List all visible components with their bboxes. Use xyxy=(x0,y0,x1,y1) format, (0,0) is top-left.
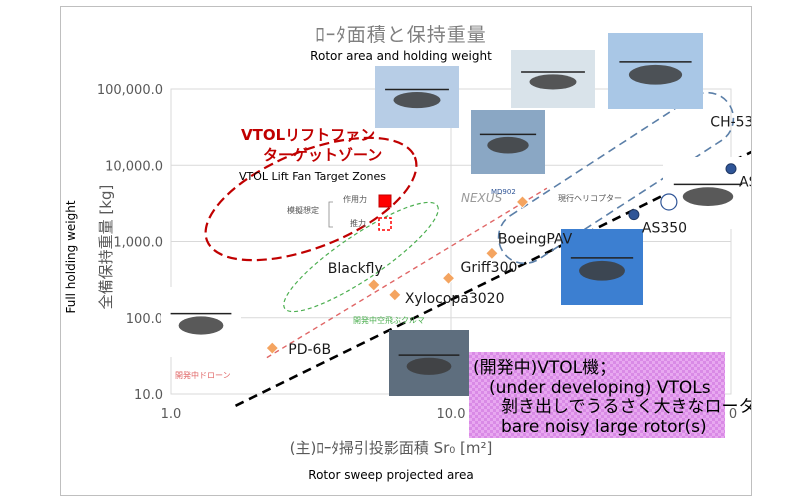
x-tick-label-partial: 0 xyxy=(729,407,737,422)
aircraft-body-icon xyxy=(529,74,577,90)
data-label: Griff300 xyxy=(461,260,518,276)
note-line-3: 剝き出しでうるさく大きなロータ xyxy=(501,397,751,417)
data-point-diamond xyxy=(367,278,381,292)
data-point-diamond xyxy=(265,341,279,355)
target-zone-ellipse xyxy=(204,136,418,262)
aircraft-body-icon xyxy=(393,92,441,109)
target-zone-label-en: VTOL Lift Fan Target Zones xyxy=(239,170,386,183)
y-axis-label-en: Full holding weight xyxy=(64,200,78,313)
x-axis-label: (主)ﾛｰﾀ掃引投影面積 Sr₀ [m²] xyxy=(290,439,493,457)
md902-photo xyxy=(471,110,545,174)
target-zone-label-jp: VTOLリフトファン xyxy=(241,126,375,144)
aircraft-body-icon xyxy=(178,316,224,335)
note-line-4: bare noisy large rotor(s) xyxy=(501,417,707,437)
y-tick-label: 10.0 xyxy=(134,388,163,403)
ehang-photo xyxy=(389,330,469,396)
evtol-photo xyxy=(375,66,459,128)
heli-note: 現行ヘリコプター xyxy=(558,193,622,203)
y-axis-label: 全備保持重量 [kg] xyxy=(97,185,115,310)
legend-action-swatch xyxy=(378,194,392,208)
legend-thrust: 推力 xyxy=(350,218,366,228)
data-label: PD-6B xyxy=(288,342,331,358)
note-box xyxy=(469,352,725,438)
y-tick-label: 100.0 xyxy=(126,312,163,327)
legend-title: 模擬想定 xyxy=(287,205,319,215)
x-tick-label: 10.0 xyxy=(437,407,466,422)
y-tick-label: 1,000.0 xyxy=(113,236,163,251)
aircraft-body-icon xyxy=(682,187,734,206)
data-point-circle xyxy=(725,163,737,175)
data-point-diamond xyxy=(515,195,530,209)
chart-svg: 10.0 100.0 1,000.0 10,000.0 100,000.0 1.0 10.0… xyxy=(64,24,751,482)
data-point-diamond xyxy=(485,246,499,260)
data-label: Xylocopa3020 xyxy=(405,291,505,307)
note-line-2: (under developing) VTOLs xyxy=(489,378,711,398)
y-tick-label: 10,000.0 xyxy=(105,159,163,174)
x-axis-label-en: Rotor sweep projected area xyxy=(308,468,473,482)
reference-line xyxy=(266,187,548,359)
highlight-ring xyxy=(660,193,678,211)
drone-photo xyxy=(161,287,241,357)
ch47-photo xyxy=(608,33,703,109)
chart-subtitle: Rotor area and holding weight xyxy=(310,49,492,63)
aircraft-body-icon xyxy=(487,136,529,154)
chart-frame: 10.0 100.0 1,000.0 10,000.0 100,000.0 1.0 10.0… xyxy=(60,6,752,496)
flying-car-note: 開発中空飛ぶクルマ xyxy=(353,315,425,325)
as350-photo xyxy=(561,229,643,305)
drone-note: 開発中ドローン xyxy=(175,370,231,380)
data-label: AS350 xyxy=(642,221,687,237)
aircraft-body-icon xyxy=(628,64,683,85)
data-label: AS-332L xyxy=(739,175,751,191)
data-label: BoeingPAV xyxy=(498,231,573,247)
chart-title: ﾛｰﾀ面積と保持重量 xyxy=(315,24,487,46)
aircraft-body-icon xyxy=(579,260,625,281)
helicopter-zone xyxy=(497,91,735,265)
data-point-diamond xyxy=(388,288,402,302)
super-puma-photo xyxy=(663,157,751,229)
flying-car-zone xyxy=(283,201,439,313)
legend-thrust-swatch xyxy=(378,217,392,231)
data-point-diamond xyxy=(441,271,456,285)
legend-action: 作用力 xyxy=(343,194,367,204)
data-label: Blackfly xyxy=(328,261,383,277)
note-line-1: (開発中)VTOL機； xyxy=(473,358,616,378)
md902-label: MD902 xyxy=(491,188,516,196)
target-zone-label-jp2: ターゲットゾーン xyxy=(263,146,382,164)
data-point-circle xyxy=(628,209,640,221)
h160-photo xyxy=(511,50,595,108)
y-tick-label: 100,000.0 xyxy=(97,83,163,98)
legend-bracket xyxy=(328,201,333,228)
nexus-label: NEXUS xyxy=(461,191,503,205)
aircraft-body-icon xyxy=(406,357,452,375)
data-label: CH-53K xyxy=(710,114,751,130)
x-tick-label: 1.0 xyxy=(161,407,182,422)
